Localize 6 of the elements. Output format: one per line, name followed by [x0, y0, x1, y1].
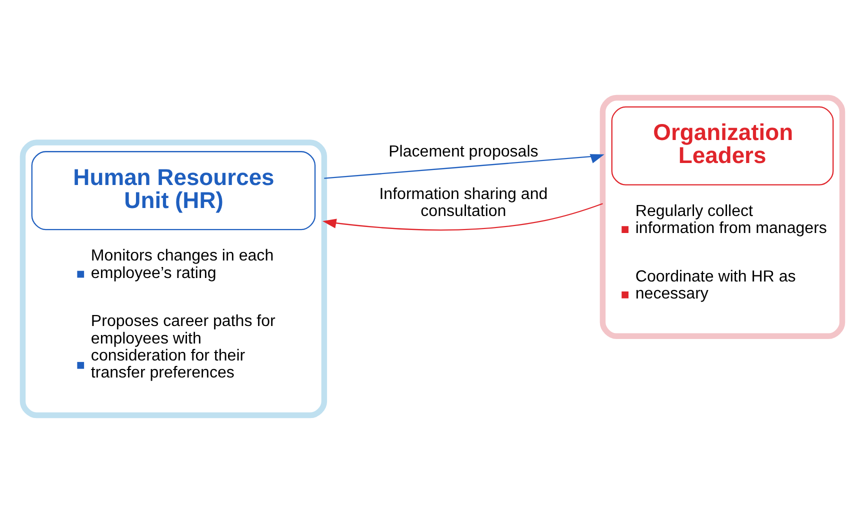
node-box: Organization Leaders — [611, 106, 834, 186]
node-box: Human Resources Unit (HR) — [31, 151, 316, 230]
arrow — [322, 203, 603, 230]
edge-label: Information sharing and consultation — [379, 184, 548, 220]
arrow — [324, 154, 604, 179]
edge-label: Placement proposals — [388, 142, 538, 160]
